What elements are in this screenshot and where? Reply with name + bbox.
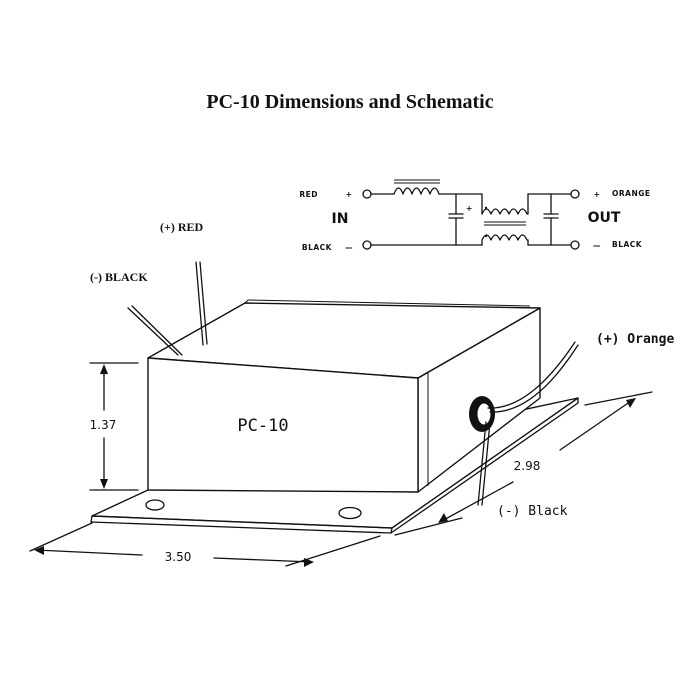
out-minus-sign: — (593, 241, 601, 250)
page-title: PC-10 Dimensions and Schematic (206, 91, 493, 113)
depth-value: 2.98 (514, 459, 541, 473)
common-mode-choke (481, 193, 529, 215)
device-drawing: PC-10 (+) RED (-) BLACK (+) Orange (-) B… (29, 220, 674, 567)
width-value: 3.50 (165, 550, 192, 564)
lead-out-negative-label: (-) Black (497, 504, 568, 519)
lead-out-positive-label: (+) Orange (596, 332, 674, 347)
in-plus-terminal (362, 189, 372, 199)
lead-in-positive (195, 261, 204, 346)
out-label: OUT (588, 210, 621, 226)
part-number-label: PC-10 (237, 416, 288, 436)
out-plus-sign: + (594, 190, 601, 199)
in-plus-wire-label: RED (299, 190, 318, 199)
schematic: RED + IN BLACK — + (299, 179, 651, 252)
box-front (147, 357, 419, 493)
in-minus-sign: — (345, 243, 353, 252)
in-plus-sign: + (346, 190, 353, 199)
lead-out-positive (487, 341, 576, 409)
height-dimension: 1.37 (89, 362, 139, 491)
lead-in-negative-label: (-) BLACK (90, 270, 148, 284)
svg-text:+: + (466, 204, 473, 213)
height-value: 1.37 (90, 418, 117, 432)
mounting-hole-left (145, 499, 165, 511)
out-minus-terminal (570, 240, 580, 250)
lead-in-negative (127, 307, 179, 356)
out-plus-terminal (570, 189, 580, 199)
in-label: IN (332, 211, 349, 227)
out-plus-wire-label: ORANGE (612, 189, 651, 198)
out-minus-wire-label: BLACK (612, 240, 643, 249)
lead-in-positive-label: (+) RED (160, 220, 204, 234)
width-dimension: 3.50 (29, 522, 381, 567)
in-minus-wire-label: BLACK (302, 243, 333, 252)
in-minus-terminal (362, 240, 372, 250)
mounting-hole-right (338, 506, 362, 520)
lead-out-negative (477, 421, 487, 506)
depth-dimension: 2.98 (394, 391, 653, 536)
input-choke (393, 187, 457, 195)
